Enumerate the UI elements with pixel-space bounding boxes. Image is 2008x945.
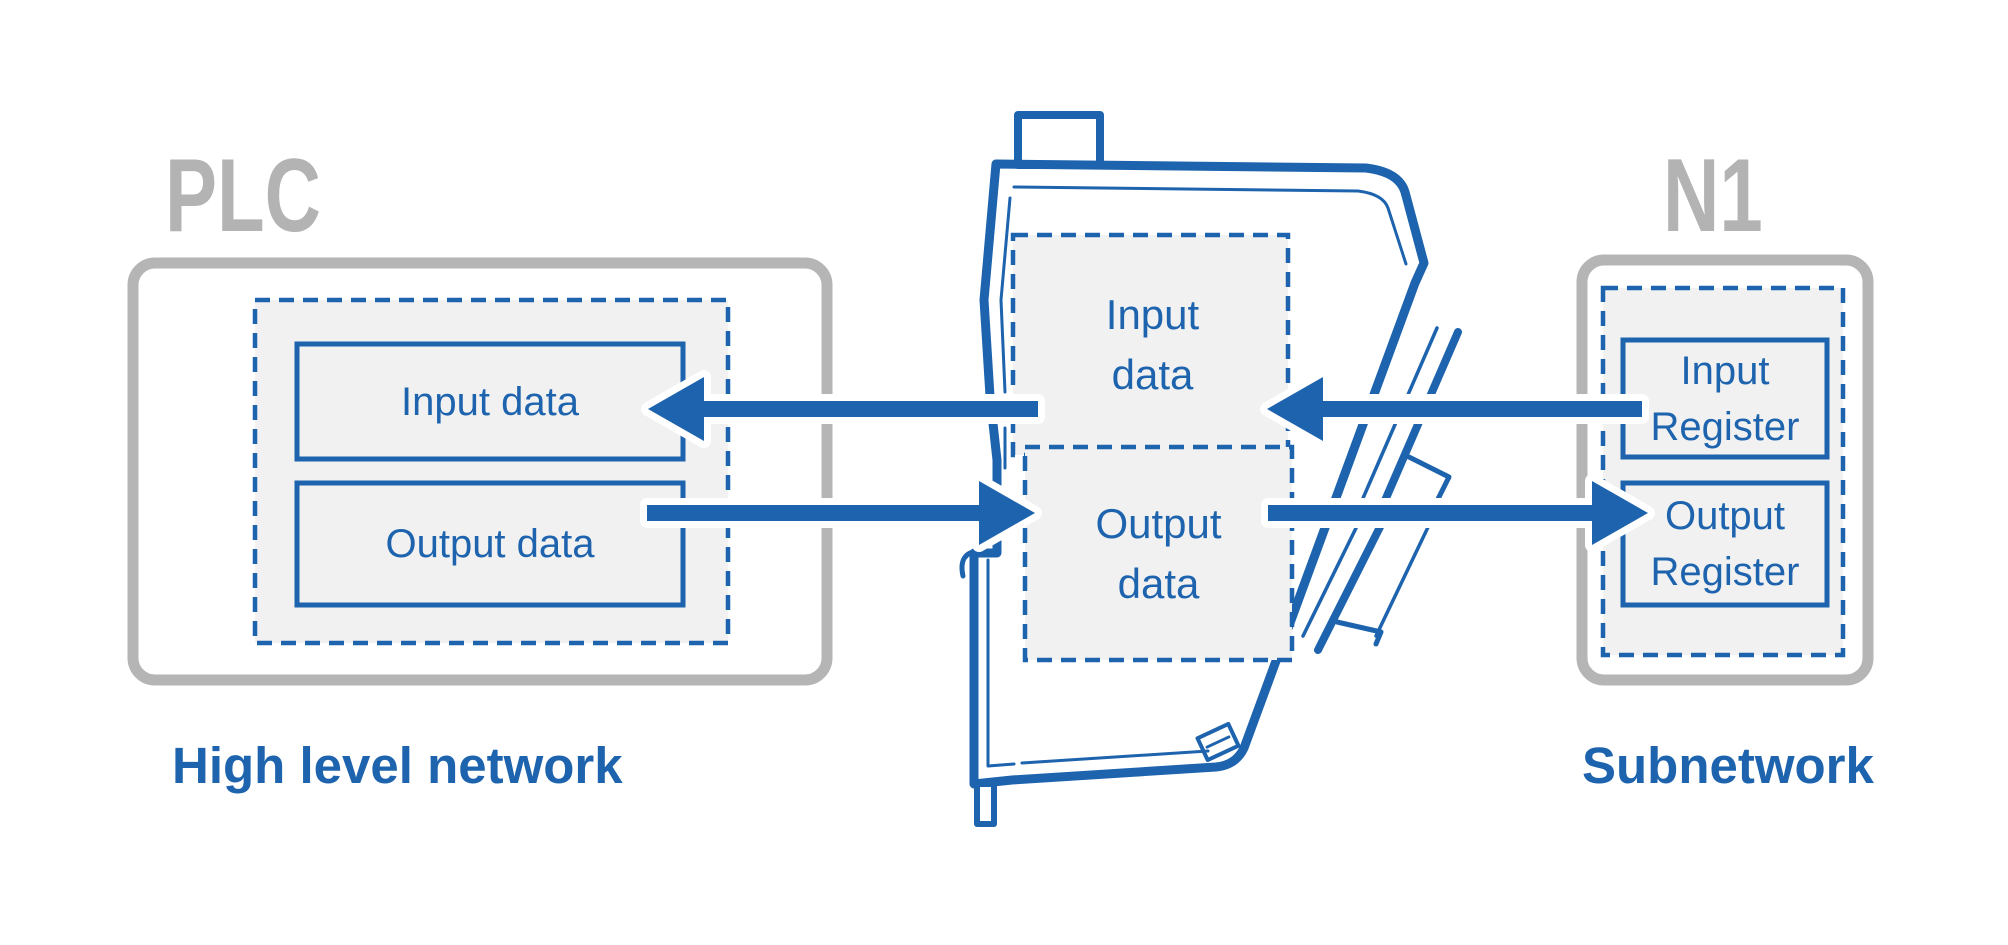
- device-inner-clip: [986, 558, 1210, 768]
- device-clip-curl: [959, 548, 981, 579]
- plc-input-data-box: [294, 341, 686, 462]
- gateway-output-data-area: [1022, 444, 1295, 663]
- subnetwork-node-title: N1: [1663, 138, 1763, 254]
- input-register-box: [1620, 337, 1830, 460]
- output-register-box: [1620, 480, 1830, 608]
- gateway-input-data-area: [1010, 232, 1291, 458]
- device-din-foot: [974, 781, 997, 827]
- gateway-device-drawing: [959, 111, 1462, 827]
- high-level-network-label: High level network: [172, 737, 623, 794]
- subnetwork-label: Subnetwork: [1582, 737, 1874, 794]
- device-lower-rail-thick: [1314, 519, 1386, 654]
- plc-output-data-box: [294, 480, 686, 608]
- device-lower-rail-thin: [1301, 522, 1360, 638]
- device-upper-connector-bracket: [1406, 454, 1452, 506]
- plc-title: PLC: [165, 138, 321, 254]
- device-lower-rail-thin2: [1374, 521, 1432, 638]
- arrow-gateway-input-to-plc-input: [648, 377, 1038, 441]
- device-lower-connector-bracket: [1334, 619, 1384, 647]
- device-inner-outline: [1012, 185, 1408, 266]
- device-inner-left: [999, 196, 1012, 470]
- arrow-input-register-to-gateway-input: [1267, 377, 1642, 441]
- data-flow-arrows: [640, 370, 1655, 552]
- arrow-plc-output-to-gateway-output: [647, 481, 1035, 545]
- arrow-gateway-output-to-output-register: [1268, 481, 1648, 545]
- device-bottom-connector: [1195, 721, 1241, 763]
- device-outer-outline: [969, 159, 1429, 789]
- device-top-connector: [1014, 111, 1104, 169]
